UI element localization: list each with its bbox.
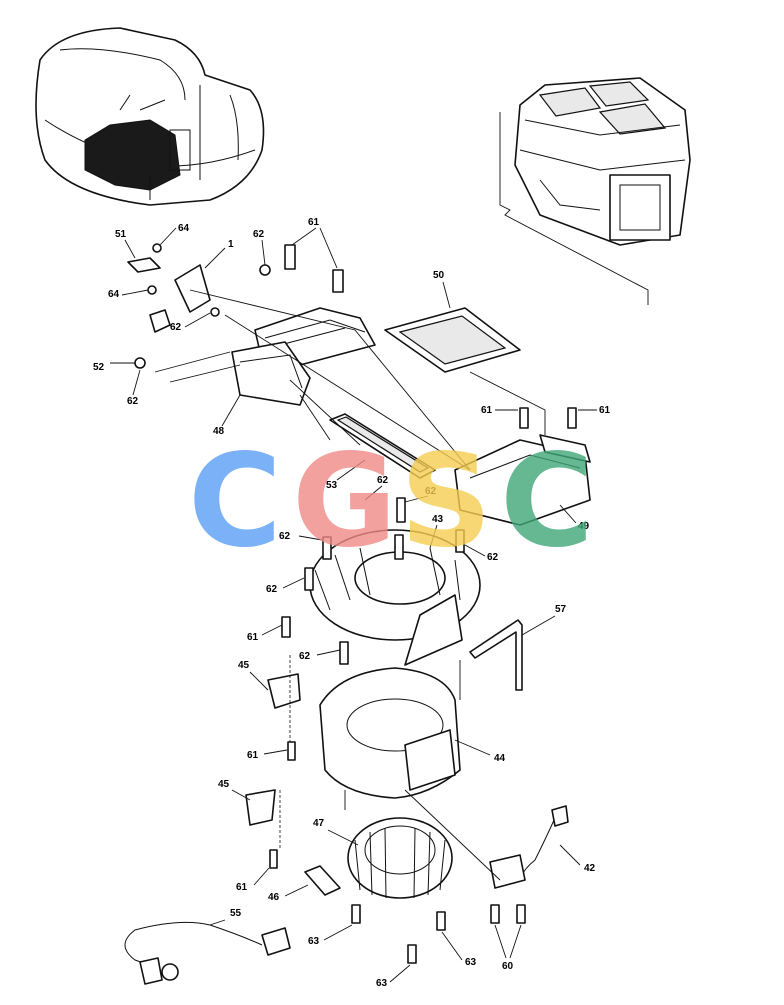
callout-62-top: 62 [253, 229, 265, 240]
callout-63-left: 63 [308, 936, 320, 947]
callout-62-right: 62 [425, 486, 437, 497]
blower-motor [347, 817, 453, 964]
callout-63-right: 63 [465, 957, 477, 968]
callout-62-bottom: 62 [299, 651, 311, 662]
callout-62-case-left: 62 [279, 531, 291, 542]
callout-64-bottom: 64 [108, 289, 120, 300]
callout-62-bracket: 62 [170, 322, 182, 333]
watermark-letter: G [292, 427, 397, 576]
assembly-guide-lines [154, 289, 546, 881]
watermark-letter: C [188, 427, 282, 576]
callout-61-lower: 61 [247, 750, 259, 761]
callout-62-left: 62 [127, 396, 139, 407]
upper-case [231, 244, 376, 406]
callout-62-mid: 62 [377, 475, 389, 486]
callout-61-top: 61 [308, 217, 320, 228]
callout-61-filter-right: 61 [599, 405, 611, 416]
air-filter [329, 413, 436, 479]
callout-50: 50 [433, 270, 445, 281]
callout-47: 47 [313, 818, 325, 829]
blower-lower-case [245, 655, 461, 869]
callout-52: 52 [93, 362, 105, 373]
seal-gasket [469, 619, 523, 691]
callout-labels: 1 42 43 44 45 45 46 47 48 49 50 51 52 53… [93, 217, 611, 989]
callout-62-case-right: 62 [487, 552, 499, 563]
callout-61-bottom: 61 [236, 882, 248, 893]
callout-61-case: 61 [247, 632, 259, 643]
callout-1: 1 [228, 239, 234, 250]
bracket-assembly [127, 243, 271, 369]
blower-upper-case [281, 497, 481, 666]
callout-42: 42 [584, 863, 596, 874]
callout-49: 49 [578, 521, 590, 532]
callout-44: 44 [494, 753, 506, 764]
callout-63-bottom: 63 [376, 978, 388, 989]
callout-48: 48 [213, 426, 225, 437]
blower-resistor [489, 805, 569, 924]
callout-51: 51 [115, 229, 127, 240]
right-housing [454, 407, 591, 526]
callout-43: 43 [432, 514, 444, 525]
callout-53: 53 [326, 480, 338, 491]
callout-46: 46 [268, 892, 280, 903]
leader-lines [110, 227, 597, 983]
watermark-letter: C [500, 427, 594, 576]
watermark-letter: S [400, 427, 492, 576]
hvac-module-overview [499, 77, 691, 305]
callout-61-filter-left: 61 [481, 405, 493, 416]
callout-60: 60 [502, 961, 514, 972]
callout-62-fan: 62 [266, 584, 278, 595]
filter-cover [384, 307, 521, 373]
wiring [124, 865, 341, 985]
callout-64-top: 64 [178, 223, 190, 234]
callout-55: 55 [230, 908, 242, 919]
callout-45-lower: 45 [218, 779, 230, 790]
vehicle-overview [35, 27, 265, 206]
callout-57: 57 [555, 604, 567, 615]
callout-45-upper: 45 [238, 660, 250, 671]
